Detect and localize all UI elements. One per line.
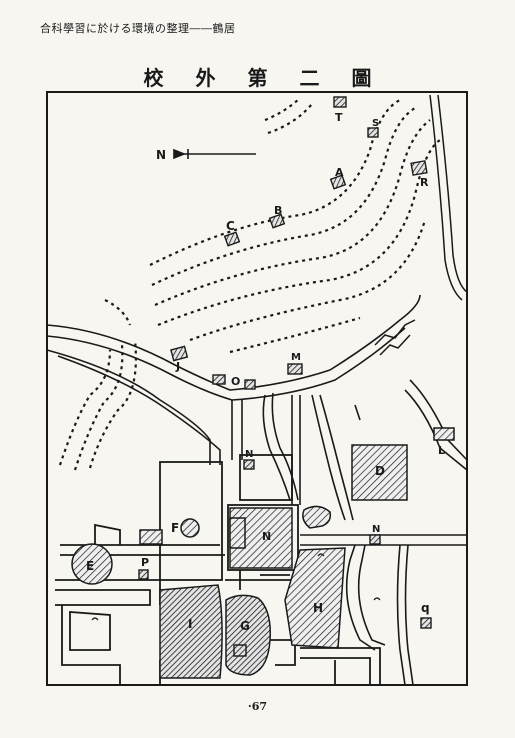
label-S: S xyxy=(372,118,379,129)
label-N-upper: N xyxy=(245,449,253,460)
label-T: T xyxy=(335,111,343,124)
label-H: H xyxy=(313,601,323,615)
plot-D xyxy=(351,444,408,501)
label-L: L xyxy=(438,444,445,457)
map-labels: T S R A B C J M O N D L F N N P E H I G … xyxy=(86,111,445,633)
label-G: G xyxy=(240,619,250,633)
label-C: C xyxy=(226,219,235,233)
label-O: O xyxy=(231,375,240,388)
label-N-center: N xyxy=(262,530,271,543)
plot-E xyxy=(71,543,113,585)
figure-title: 校外第二圖 xyxy=(143,66,404,90)
markers xyxy=(138,96,432,657)
label-F: F xyxy=(171,521,179,535)
roads xyxy=(46,294,468,686)
plot-H xyxy=(284,547,346,649)
label-M: M xyxy=(291,352,301,363)
plot-G xyxy=(225,594,271,676)
tree-symbols xyxy=(91,553,381,621)
north-arrow xyxy=(173,148,256,160)
map-frame xyxy=(46,91,468,686)
label-I: I xyxy=(188,617,192,631)
hill-contours xyxy=(149,97,441,354)
label-E: E xyxy=(86,559,94,573)
hatched-plots xyxy=(71,427,455,679)
running-head: 合科學習に於ける環境の整理――鶴居 xyxy=(40,22,236,35)
label-D: D xyxy=(375,464,385,478)
label-B: B xyxy=(274,204,282,217)
label-J: J xyxy=(175,360,180,373)
label-N-right: N xyxy=(372,524,380,535)
stream xyxy=(429,94,468,301)
page-number: ·67 xyxy=(247,700,268,713)
label-A: A xyxy=(335,166,344,179)
label-Q: q xyxy=(421,601,430,615)
plot-F xyxy=(180,518,200,538)
roadside-buildings xyxy=(374,319,416,356)
label-P: P xyxy=(141,556,149,569)
north-label: N xyxy=(156,148,166,162)
plot-I xyxy=(159,584,223,679)
hill-contours-left xyxy=(58,299,137,471)
label-R: R xyxy=(420,176,429,189)
